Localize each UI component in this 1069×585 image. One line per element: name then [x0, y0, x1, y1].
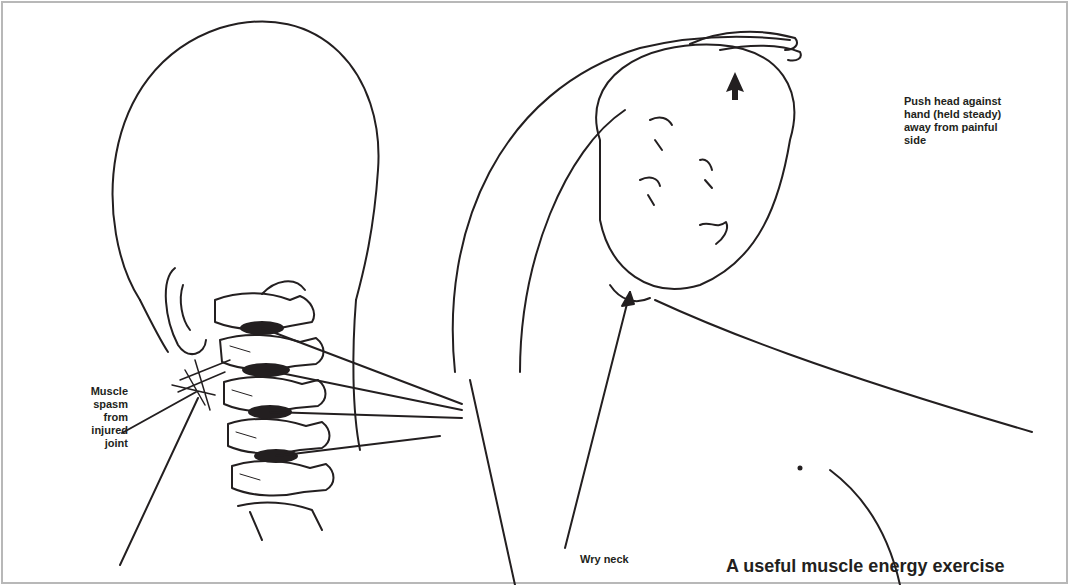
arm-inner: [520, 110, 625, 372]
push-arrow: [726, 72, 744, 100]
ear-inner: [181, 285, 190, 330]
hand: [690, 32, 801, 61]
pointer-line: [262, 328, 462, 456]
injured-joint: [240, 321, 298, 463]
face: [640, 178, 660, 205]
leader-line: [565, 292, 630, 548]
head-outline: [596, 45, 794, 289]
dot: [799, 467, 802, 470]
callout-label: Wry neck: [580, 553, 670, 566]
leader-line: [122, 392, 196, 433]
leader-arrowhead: [622, 292, 634, 306]
ear: [166, 268, 206, 354]
head-outline: [113, 21, 379, 300]
cervical-spine: [215, 281, 334, 540]
face: [650, 118, 712, 188]
mouth: [700, 222, 727, 244]
arm-outer: [453, 37, 790, 372]
neck-outline: [353, 300, 360, 450]
neck-outline: [140, 300, 168, 352]
leader-line: [120, 398, 198, 565]
callout-label: Push head against hand (held steady) awa…: [904, 95, 1014, 147]
torso: [470, 380, 515, 585]
spasm-burst: [172, 360, 230, 410]
back-of-head-figure: [113, 21, 462, 565]
exercise-figure: [453, 32, 1032, 585]
shoulder: [655, 300, 1032, 432]
callout-label: Muscle spasm from injured joint: [68, 385, 128, 450]
figure-caption: A useful muscle energy exercise: [726, 555, 1056, 577]
